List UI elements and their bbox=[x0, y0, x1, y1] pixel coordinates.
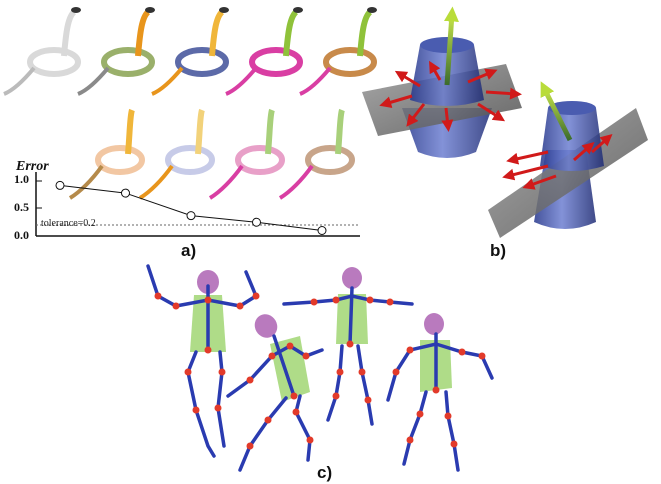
snake-shape bbox=[77, 7, 155, 96]
tangent-arrows bbox=[379, 60, 522, 132]
cylinder-top bbox=[420, 37, 474, 53]
human-figure bbox=[226, 314, 324, 472]
snake-shape bbox=[299, 7, 377, 96]
error-chart bbox=[35, 172, 360, 237]
panel-label-a: a) bbox=[181, 241, 197, 260]
snake-shape bbox=[138, 108, 215, 200]
panel-label-b: b) bbox=[490, 241, 507, 260]
cone-group-2 bbox=[488, 81, 648, 238]
error-series-line bbox=[59, 184, 323, 231]
series-layer bbox=[55, 180, 327, 235]
snake-shape bbox=[278, 108, 355, 200]
y-tick-label: 1.0 bbox=[14, 172, 29, 186]
snake-shape bbox=[208, 108, 285, 200]
cylinder-upper bbox=[540, 108, 604, 171]
snake-shape bbox=[225, 7, 303, 96]
y-tick-label: 0.5 bbox=[14, 200, 29, 214]
normal-arrow bbox=[443, 6, 459, 86]
snake-shape bbox=[3, 7, 81, 96]
tolerance-label: tolerance=0.2 bbox=[41, 218, 96, 229]
snake-row-2 bbox=[68, 108, 355, 200]
error-data-point bbox=[252, 217, 261, 227]
snake-shape bbox=[68, 108, 145, 200]
error-data-point bbox=[317, 226, 327, 235]
normal-arrow bbox=[540, 81, 573, 142]
tangent-arrows bbox=[502, 134, 613, 190]
error-axis-label: Error bbox=[16, 159, 49, 174]
human-figure bbox=[146, 264, 260, 458]
human-figure bbox=[386, 313, 494, 472]
panel-label-c: c) bbox=[317, 463, 333, 482]
y-tick-label: 0.0 bbox=[14, 228, 29, 242]
error-data-point bbox=[186, 211, 196, 221]
cylinder-top bbox=[548, 101, 596, 115]
human-figure bbox=[282, 267, 414, 426]
error-data-point bbox=[121, 188, 130, 198]
error-data-point bbox=[55, 180, 65, 190]
snake-shape bbox=[151, 7, 229, 96]
cone-group-1 bbox=[362, 6, 522, 158]
snake-row-1 bbox=[3, 7, 377, 96]
